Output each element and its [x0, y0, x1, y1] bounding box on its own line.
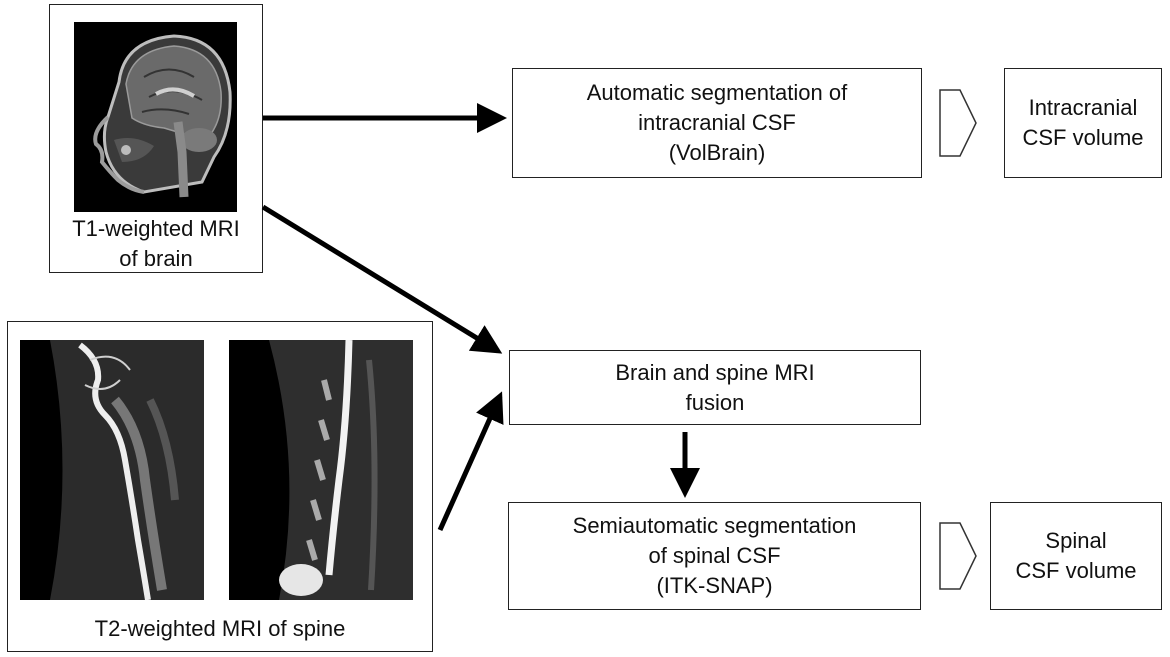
- intracranial-line-1: Intracranial: [1028, 95, 1138, 120]
- semi-seg-line-2: of spinal CSF: [648, 543, 781, 568]
- auto-seg-line-1: Automatic segmentation of: [586, 80, 848, 105]
- t1-brain-mri-image: [74, 22, 237, 212]
- auto-seg-line-2: intracranial CSF: [638, 110, 796, 135]
- fusion-line-1: Brain and spine MRI: [615, 359, 815, 385]
- intracranial-csf-volume-box: Intracranial CSF volume: [1004, 68, 1162, 178]
- t2-spine-mri-image-left: [20, 340, 204, 600]
- spinal-line-1: Spinal: [1045, 528, 1107, 553]
- intracranial-line-2: CSF volume: [1022, 125, 1144, 150]
- chevron-intracranial-output-icon: [939, 89, 977, 157]
- brain-spine-fusion-box: Brain and spine MRI fusion: [509, 350, 921, 425]
- semiautomatic-segmentation-box: Semiautomatic segmentation of spinal CSF…: [508, 502, 921, 610]
- arrow-t1-to-fusion: [261, 204, 503, 354]
- arrow-t2-to-fusion: [437, 391, 504, 532]
- automatic-segmentation-box: Automatic segmentation of intracranial C…: [512, 68, 922, 178]
- fusion-line-2: fusion: [685, 389, 745, 415]
- semi-seg-line-1: Semiautomatic segmentation: [572, 513, 857, 538]
- t1-caption-line-2: of brain: [119, 246, 193, 271]
- chevron-spinal-output-icon: [939, 522, 977, 590]
- spinal-csf-volume-box: Spinal CSF volume: [990, 502, 1162, 610]
- t2-spine-mri-image-right: [229, 340, 413, 600]
- t1-brain-mri-panel: T1-weighted MRI of brain: [49, 4, 263, 273]
- spinal-line-2: CSF volume: [1015, 558, 1137, 583]
- t2-spine-mri-panel: T2-weighted MRI of spine: [7, 321, 433, 652]
- semi-seg-line-3: (ITK-SNAP): [656, 573, 773, 598]
- t1-brain-mri-caption: T1-weighted MRI of brain: [50, 214, 262, 274]
- t1-caption-line-1: T1-weighted MRI: [72, 216, 240, 241]
- auto-seg-line-3: (VolBrain): [668, 140, 766, 165]
- t2-spine-mri-caption: T2-weighted MRI of spine: [94, 616, 346, 641]
